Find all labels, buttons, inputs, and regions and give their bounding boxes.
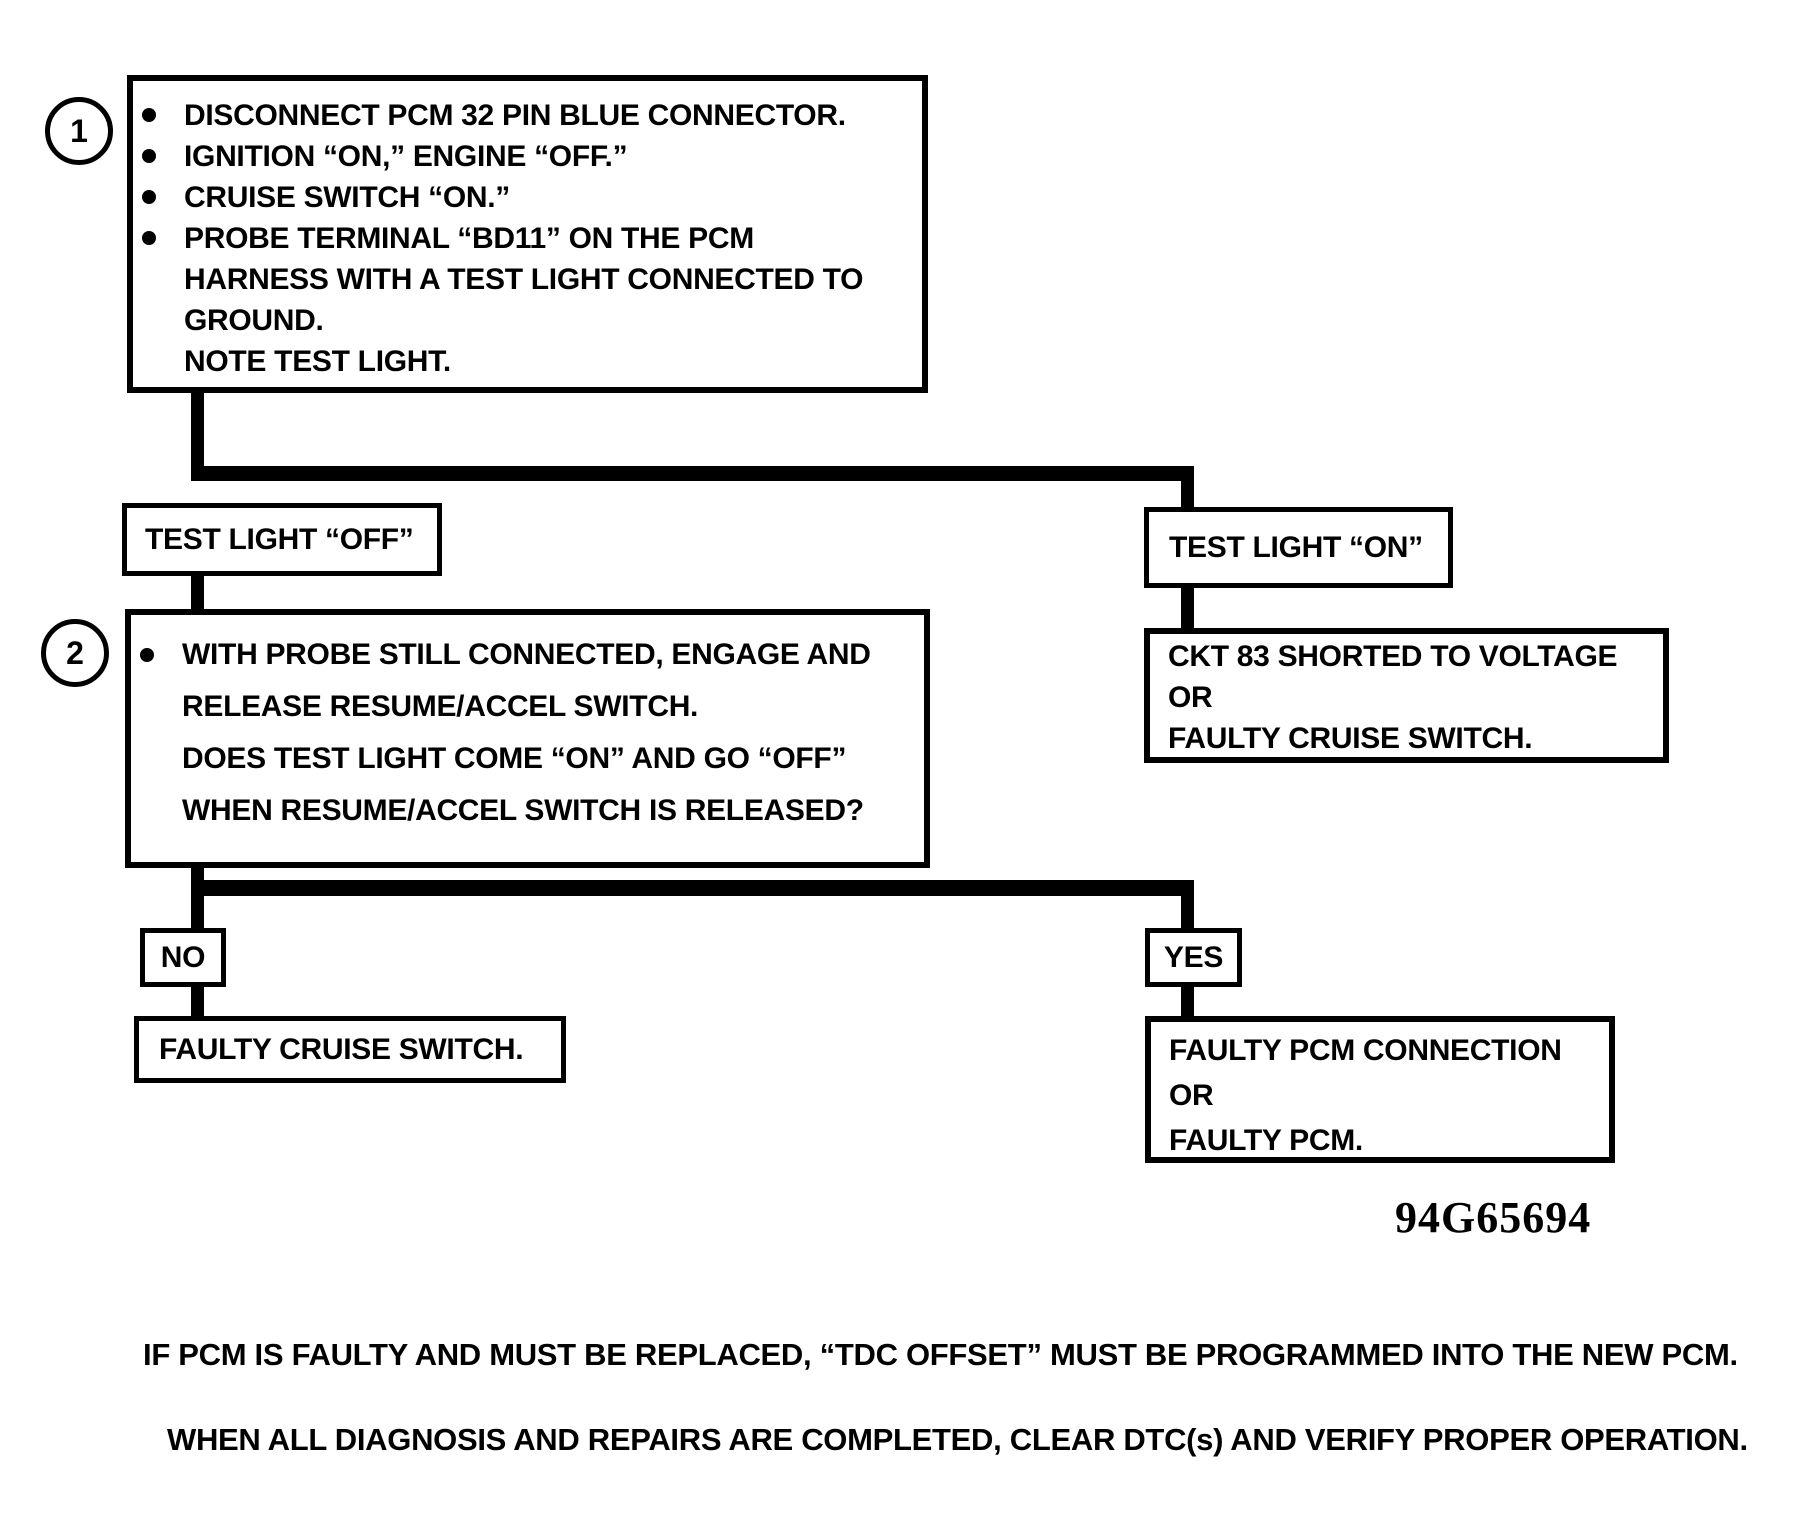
step1-item-text: PROBE TERMINAL “BD11” ON THE PCM HARNESS… — [184, 222, 864, 378]
ckt83-result-text: CKT 83 SHORTED TO VOLTAGE OR FAULTY CRUI… — [1168, 640, 1618, 755]
step1-item-text: IGNITION “ON,” ENGINE “OFF.” — [184, 140, 628, 173]
no-label: NO — [160, 940, 206, 974]
test-light-off-box: TEST LIGHT “OFF” — [122, 503, 442, 576]
connector-on-to-ckt83 — [1181, 586, 1194, 631]
test-light-off-label: TEST LIGHT “OFF” — [145, 522, 414, 556]
step2-item-text: WITH PROBE STILL CONNECTED, ENGAGE AND R… — [182, 638, 871, 827]
connector-branch1-horizontal — [191, 466, 1194, 481]
step-number-1-label: 1 — [70, 112, 88, 149]
step1-box: DISCONNECT PCM 32 PIN BLUE CONNECTOR. IG… — [127, 75, 928, 393]
step2-box: WITH PROBE STILL CONNECTED, ENGAGE AND R… — [125, 609, 930, 868]
bullet-icon — [142, 190, 156, 204]
step1-item: CRUISE SWITCH “ON.” — [133, 177, 922, 218]
step1-item: IGNITION “ON,” ENGINE “OFF.” — [133, 136, 922, 177]
bullet-icon — [140, 648, 154, 662]
connector-branch2-horizontal — [191, 880, 1194, 896]
bullet-icon — [142, 108, 156, 122]
step-number-2: 2 — [41, 619, 109, 687]
test-light-on-label: TEST LIGHT “ON” — [1169, 530, 1423, 564]
step2-item: WITH PROBE STILL CONNECTED, ENGAGE AND R… — [131, 629, 924, 837]
step1-item-text: CRUISE SWITCH “ON.” — [184, 181, 510, 214]
connector-off-to-step2 — [191, 574, 204, 612]
yes-box: YES — [1145, 928, 1242, 987]
connector-no-down — [191, 985, 204, 1019]
connector-branch2-right-drop — [1181, 880, 1194, 932]
connector-branch1-right-drop — [1181, 466, 1194, 512]
footnote-tdc-offset: IF PCM IS FAULTY AND MUST BE REPLACED, “… — [143, 1337, 1738, 1372]
step-number-1: 1 — [45, 97, 113, 165]
step1-item-text: DISCONNECT PCM 32 PIN BLUE CONNECTOR. — [184, 99, 846, 132]
connector-yes-down — [1181, 985, 1194, 1019]
faulty-cruise-switch-box: FAULTY CRUISE SWITCH. — [134, 1016, 566, 1083]
faulty-pcm-box: FAULTY PCM CONNECTION OR FAULTY PCM. — [1145, 1016, 1615, 1163]
yes-label: YES — [1163, 940, 1224, 974]
step1-item: DISCONNECT PCM 32 PIN BLUE CONNECTOR. — [133, 95, 922, 136]
faulty-cruise-switch-text: FAULTY CRUISE SWITCH. — [159, 1032, 524, 1066]
connector-step1-down — [191, 393, 204, 471]
connector-step2-down — [191, 866, 204, 932]
ckt83-result-box: CKT 83 SHORTED TO VOLTAGE OR FAULTY CRUI… — [1144, 628, 1669, 763]
faulty-pcm-text: FAULTY PCM CONNECTION OR FAULTY PCM. — [1169, 1034, 1562, 1157]
figure-code: 94G65694 — [1395, 1193, 1592, 1242]
bullet-icon — [142, 231, 156, 245]
no-box: NO — [140, 928, 226, 987]
bullet-icon — [142, 149, 156, 163]
test-light-on-box: TEST LIGHT “ON” — [1144, 507, 1453, 588]
step-number-2-label: 2 — [66, 634, 84, 671]
footnote-clear-dtc: WHEN ALL DIAGNOSIS AND REPAIRS ARE COMPL… — [167, 1422, 1748, 1457]
step1-item: PROBE TERMINAL “BD11” ON THE PCM HARNESS… — [133, 218, 922, 382]
